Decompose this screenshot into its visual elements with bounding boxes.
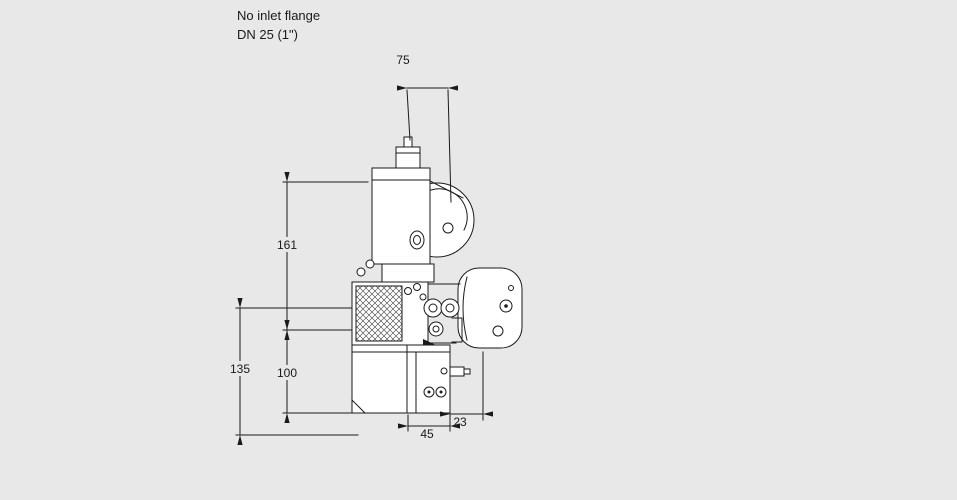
header-line-1: No inlet flange — [237, 8, 321, 23]
valve-body — [351, 281, 463, 346]
bolt-icon — [413, 283, 421, 291]
regulator-housing — [351, 344, 451, 414]
screw-icon — [356, 267, 366, 277]
pressure-test-nipple — [449, 366, 471, 377]
drawing-header: No inlet flange DN 25 (1") — [237, 6, 320, 44]
dimension-label-23: 23 — [453, 415, 467, 429]
outlet-flange — [457, 267, 523, 349]
connector-bracket — [451, 317, 463, 343]
dimension-45 — [398, 414, 460, 432]
dimension-23 — [440, 351, 493, 421]
header-line-2: DN 25 (1") — [237, 27, 298, 42]
dimension-label-135: 135 — [230, 362, 250, 376]
dimension-label-45: 45 — [420, 427, 434, 441]
dimension-label-100: 100 — [277, 366, 297, 380]
dimension-135 — [227, 298, 359, 445]
dimension-100 — [273, 320, 353, 423]
dimension-75 — [397, 85, 458, 203]
dimension-labels: 75 161 100 135 45 23 — [230, 53, 467, 441]
screw-icon — [365, 259, 375, 269]
dimension-161 — [274, 172, 369, 340]
bolt-icon — [419, 293, 427, 301]
adjustment-knob — [395, 136, 421, 169]
strainer-crosshatch — [355, 285, 403, 342]
bolt-icon — [404, 287, 412, 295]
dimension-label-161: 161 — [277, 238, 297, 252]
dimension-label-75: 75 — [396, 53, 410, 67]
bonnet — [356, 259, 435, 283]
